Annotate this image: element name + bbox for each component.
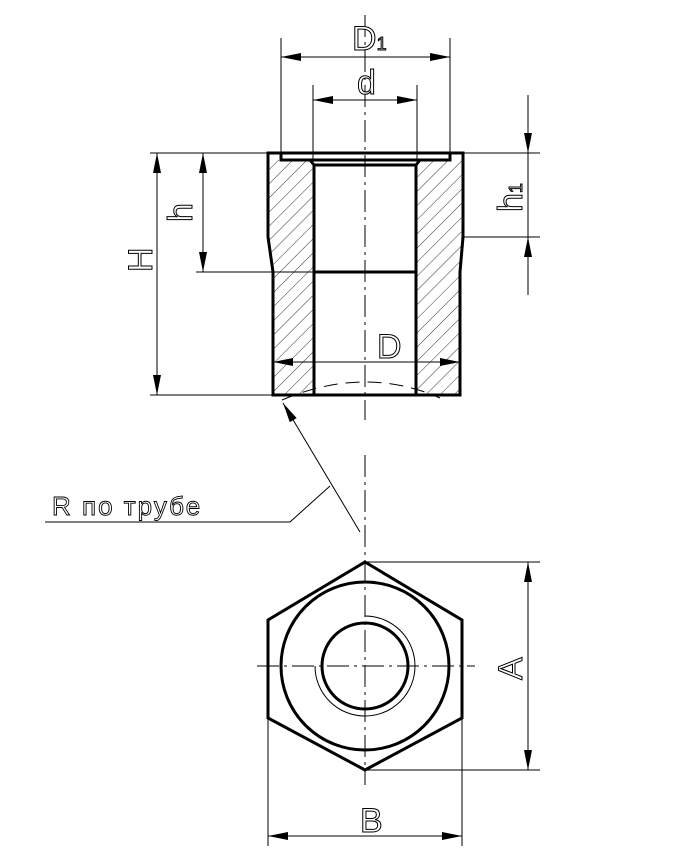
hatch-right	[417, 160, 463, 395]
plan-view: A B	[257, 455, 540, 846]
dim-h-label: h	[162, 203, 200, 222]
pipe-radius-arc	[281, 381, 441, 401]
dim-h1-label: h1	[492, 183, 530, 212]
section-view: D1 d H h h1 D R по трубе	[45, 15, 540, 533]
dim-d-label: d	[357, 64, 376, 102]
pipe-radius-note: R по трубе	[52, 491, 202, 521]
dim-D1-label: D1	[352, 20, 387, 58]
leader-line	[282, 402, 361, 533]
dim-A-label: A	[492, 657, 530, 680]
hatch-left	[268, 160, 313, 395]
thread-bore	[308, 159, 422, 274]
dim-D-label: D	[377, 328, 402, 366]
thread-arc	[314, 615, 416, 717]
dim-H-label: H	[122, 247, 160, 272]
lower-bore	[312, 272, 418, 395]
dim-B-label: B	[360, 802, 383, 840]
body-outline	[266, 151, 465, 397]
